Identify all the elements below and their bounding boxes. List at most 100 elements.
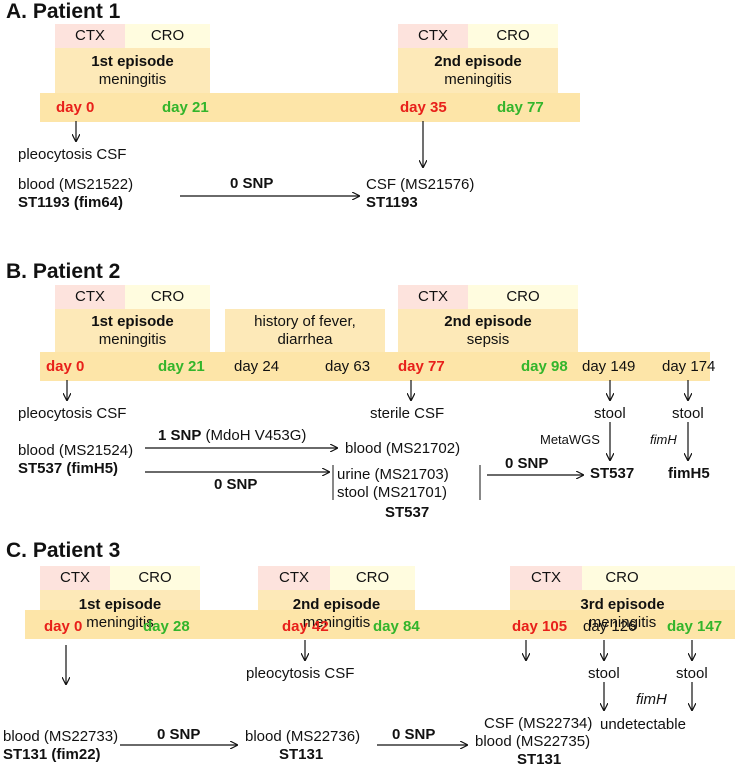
p2-cro-label-1: CRO (150, 288, 185, 305)
p2-metawgs: MetaWGS (540, 432, 600, 447)
p1-ctx-label-2: CTX (418, 27, 448, 44)
p3-ctx-box-1 (40, 566, 110, 590)
p3-pleocytosis: pleocytosis CSF (246, 665, 355, 682)
p1-episode-1-title: 1st episode (91, 53, 174, 70)
p2-stool-2: stool (672, 405, 704, 422)
p2-snp1-mutation: (MdoH V453G) (205, 427, 307, 444)
p2-st-left: ST537 (fimH5) (18, 460, 119, 477)
p3-cro-label-3: CRO (605, 569, 639, 586)
p2-snp0b-label: 0 SNP (505, 455, 549, 472)
p2-blood2-sample: blood (MS21702) (345, 440, 461, 457)
p2-pleocytosis: pleocytosis CSF (18, 405, 127, 422)
p2-episode-2-sub: sepsis (466, 331, 510, 348)
p3-day-42: day 42 (282, 618, 329, 635)
p2-st537-right: ST537 (590, 465, 635, 482)
p3-day-105: day 105 (512, 618, 568, 635)
p2-timeline-bar (40, 352, 710, 381)
p1-cro-label-2: CRO (496, 27, 530, 44)
p2-fimh5-right: fimH5 (668, 465, 710, 482)
p2-day-21: day 21 (158, 358, 205, 375)
p1-ctx-label-1: CTX (75, 27, 105, 44)
p3-episode-3-box (510, 590, 735, 610)
p3-day-28: day 28 (143, 618, 190, 635)
p3-day-0: day 0 (44, 618, 83, 635)
p3-ctx-box-3 (510, 566, 582, 590)
p1-cro-box-1 (125, 24, 210, 48)
p3-st3: ST131 (517, 751, 562, 768)
p2-urine-sample: urine (MS21703) (337, 466, 449, 483)
p2-episode-2-box (398, 309, 578, 352)
p2-st537-mid: ST537 (385, 504, 430, 521)
p3-episode-1-title: 1st episode (78, 596, 162, 613)
p2-episode-1-sub: meningitis (98, 331, 167, 348)
p1-episode-2-title: 2nd episode (434, 53, 522, 70)
p2-ctx-box-1 (55, 285, 125, 309)
p3-stool-2: stool (676, 665, 708, 682)
p3-undetectable: undetectable (600, 716, 686, 733)
p1-day-77: day 77 (497, 99, 544, 116)
p1-blood-sample: blood (MS21522) (18, 176, 134, 193)
p3-episode-2-box (258, 590, 415, 610)
p1-cro-label-1: CRO (150, 27, 185, 44)
p1-st-right: ST1193 (366, 194, 418, 211)
p3-title: C. Patient 3 (6, 539, 121, 562)
p2-history-line1: history of fever, (254, 313, 356, 330)
p1-day-0: day 0 (56, 99, 95, 116)
p3-ctx-box-2 (258, 566, 330, 590)
p3-cro-label-2: CRO (355, 569, 390, 586)
p2-sterile-csf: sterile CSF (370, 405, 445, 422)
p3-st2: ST131 (279, 746, 324, 763)
p3-ctx-label-3: CTX (531, 569, 561, 586)
p3-cro-box-3 (582, 566, 735, 590)
p3-cro-box-1 (110, 566, 200, 590)
p2-cro-label-2: CRO (506, 288, 540, 305)
p3-csf3-sample: CSF (MS22734) (484, 715, 593, 732)
p3-blood1-sample: blood (MS22733) (3, 728, 119, 745)
p3-snp1-label: 0 SNP (157, 726, 201, 743)
p1-day-35: day 35 (400, 99, 447, 116)
p2-title: B. Patient 2 (6, 260, 121, 283)
p3-episode-3-sub: meningitis (588, 614, 657, 631)
p2-stool-sample: stool (MS21701) (337, 484, 448, 501)
p1-episode-1-sub: meningitis (98, 71, 167, 88)
p2-blood-sample: blood (MS21524) (18, 442, 134, 459)
p2-day-24: day 24 (234, 358, 280, 375)
p3-day-84: day 84 (373, 618, 420, 635)
p2-ctx-box-2 (398, 285, 468, 309)
p3-ctx-label-2: CTX (279, 569, 309, 586)
p3-day-126: day 126 (583, 618, 637, 635)
p2-cro-box-2 (468, 285, 578, 309)
p2-stool-1: stool (594, 405, 626, 422)
p2-history-line2: diarrhea (277, 331, 333, 348)
p1-day-21: day 21 (162, 99, 209, 116)
p1-title: A. Patient 1 (6, 0, 121, 23)
p3-episode-1-box (40, 590, 200, 610)
p3-stool-1: stool (588, 665, 620, 682)
p2-day-149: day 149 (582, 358, 636, 375)
p2-episode-1-title: 1st episode (91, 313, 174, 330)
p3-cro-box-2 (330, 566, 415, 590)
p1-cro-box-2 (468, 24, 558, 48)
p2-day-77: day 77 (398, 358, 445, 375)
p1-snp-label: 0 SNP (230, 175, 274, 192)
p2-day-63: day 63 (325, 358, 371, 375)
p3-cro-label-1: CRO (138, 569, 172, 586)
p2-day-0: day 0 (46, 358, 85, 375)
p2-snp1-bold: 1 SNP (158, 427, 202, 444)
p1-ctx-box-2 (398, 24, 468, 48)
p2-cro-box-1 (125, 285, 210, 309)
p2-snp0-label: 0 SNP (214, 476, 258, 493)
p2-episode-2-title: 2nd episode (444, 313, 532, 330)
p2-day-174: day 174 (662, 358, 716, 375)
p3-episode-2-sub: meningitis (302, 614, 371, 631)
p3-episode-3-title: 3rd episode (580, 596, 665, 613)
p3-snp2-label: 0 SNP (392, 726, 436, 743)
p3-timeline-bar (25, 610, 735, 639)
p2-snp1-label: 1 SNP (MdoH V453G) (158, 427, 306, 444)
p1-pleocytosis: pleocytosis CSF (18, 146, 127, 163)
p1-st-left: ST1193 (fim64) (18, 194, 124, 211)
p1-episode-1-box (55, 48, 210, 93)
p3-episode-2-title: 2nd episode (292, 596, 381, 613)
p2-ctx-label-1: CTX (75, 288, 105, 305)
